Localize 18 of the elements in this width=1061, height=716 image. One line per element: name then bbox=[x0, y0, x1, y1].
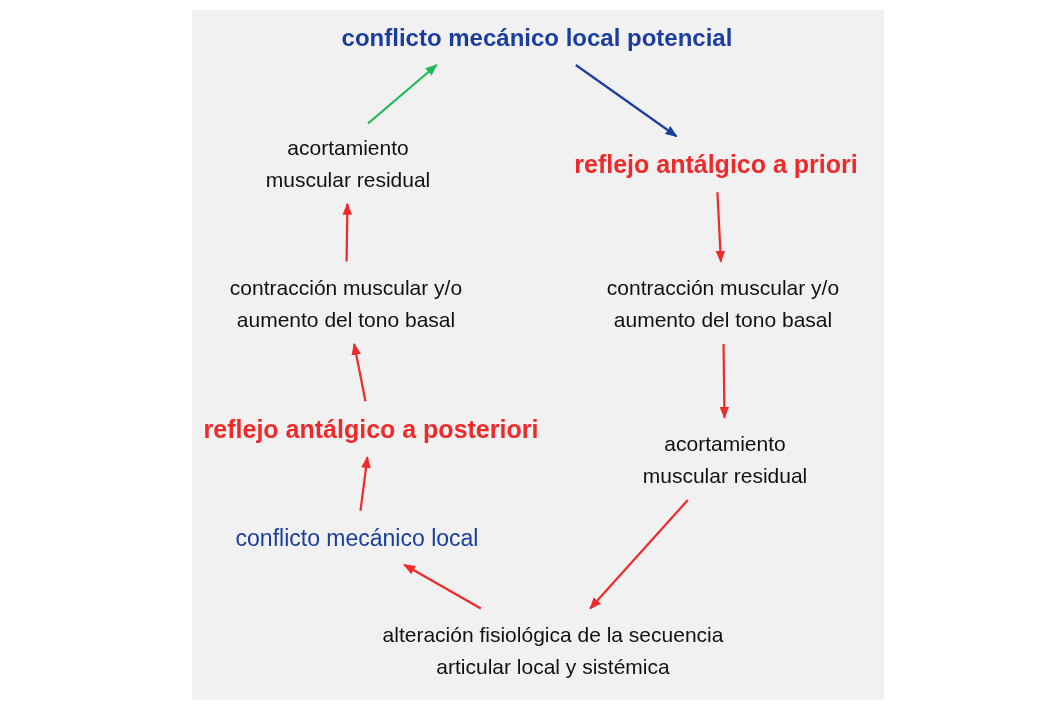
flow-step-text: acortamiento muscular residual bbox=[625, 427, 825, 491]
arrow bbox=[342, 202, 353, 262]
arrow bbox=[575, 64, 678, 138]
arrow bbox=[351, 342, 367, 402]
arrow bbox=[589, 499, 689, 610]
flow-step-text: acortamiento muscular residual bbox=[248, 131, 448, 195]
arrow bbox=[715, 192, 726, 263]
flow-step-text: reflejo antálgico a posteriori bbox=[191, 411, 551, 449]
arrow bbox=[403, 563, 482, 610]
arrow bbox=[367, 64, 438, 125]
flow-step-text: alteración fisiológica de la secuencia articular local y sistémica bbox=[363, 618, 743, 682]
arrow bbox=[359, 456, 371, 511]
flow-step-text: contracción muscular y/o aumento del tono basal bbox=[578, 271, 868, 335]
flow-step-text: conflicto mecánico local bbox=[207, 520, 507, 556]
flow-step-text: contracción muscular y/o aumento del tono basal bbox=[201, 271, 491, 335]
arrow bbox=[719, 344, 730, 419]
flow-step-text: conflicto mecánico local potencial bbox=[307, 20, 767, 56]
flow-step-text: reflejo antálgico a priori bbox=[556, 146, 876, 184]
